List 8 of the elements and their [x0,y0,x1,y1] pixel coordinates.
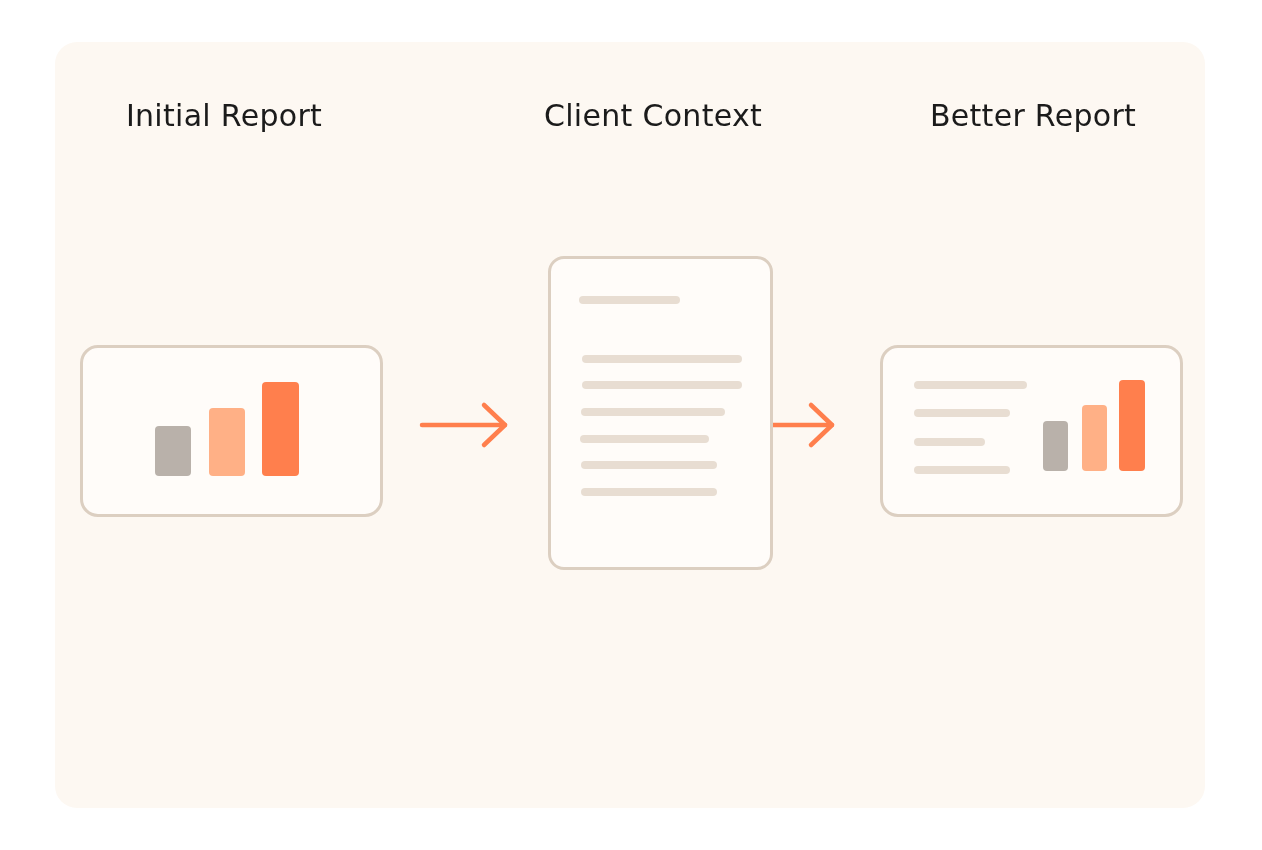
report-card [880,345,1183,517]
column-heading: Client Context [543,98,763,134]
arrow [770,402,835,448]
document-page [548,256,773,570]
report-card [80,345,383,517]
arrow [419,402,508,448]
column-heading: Initial Report [125,98,323,134]
column-heading: Better Report [929,98,1137,134]
